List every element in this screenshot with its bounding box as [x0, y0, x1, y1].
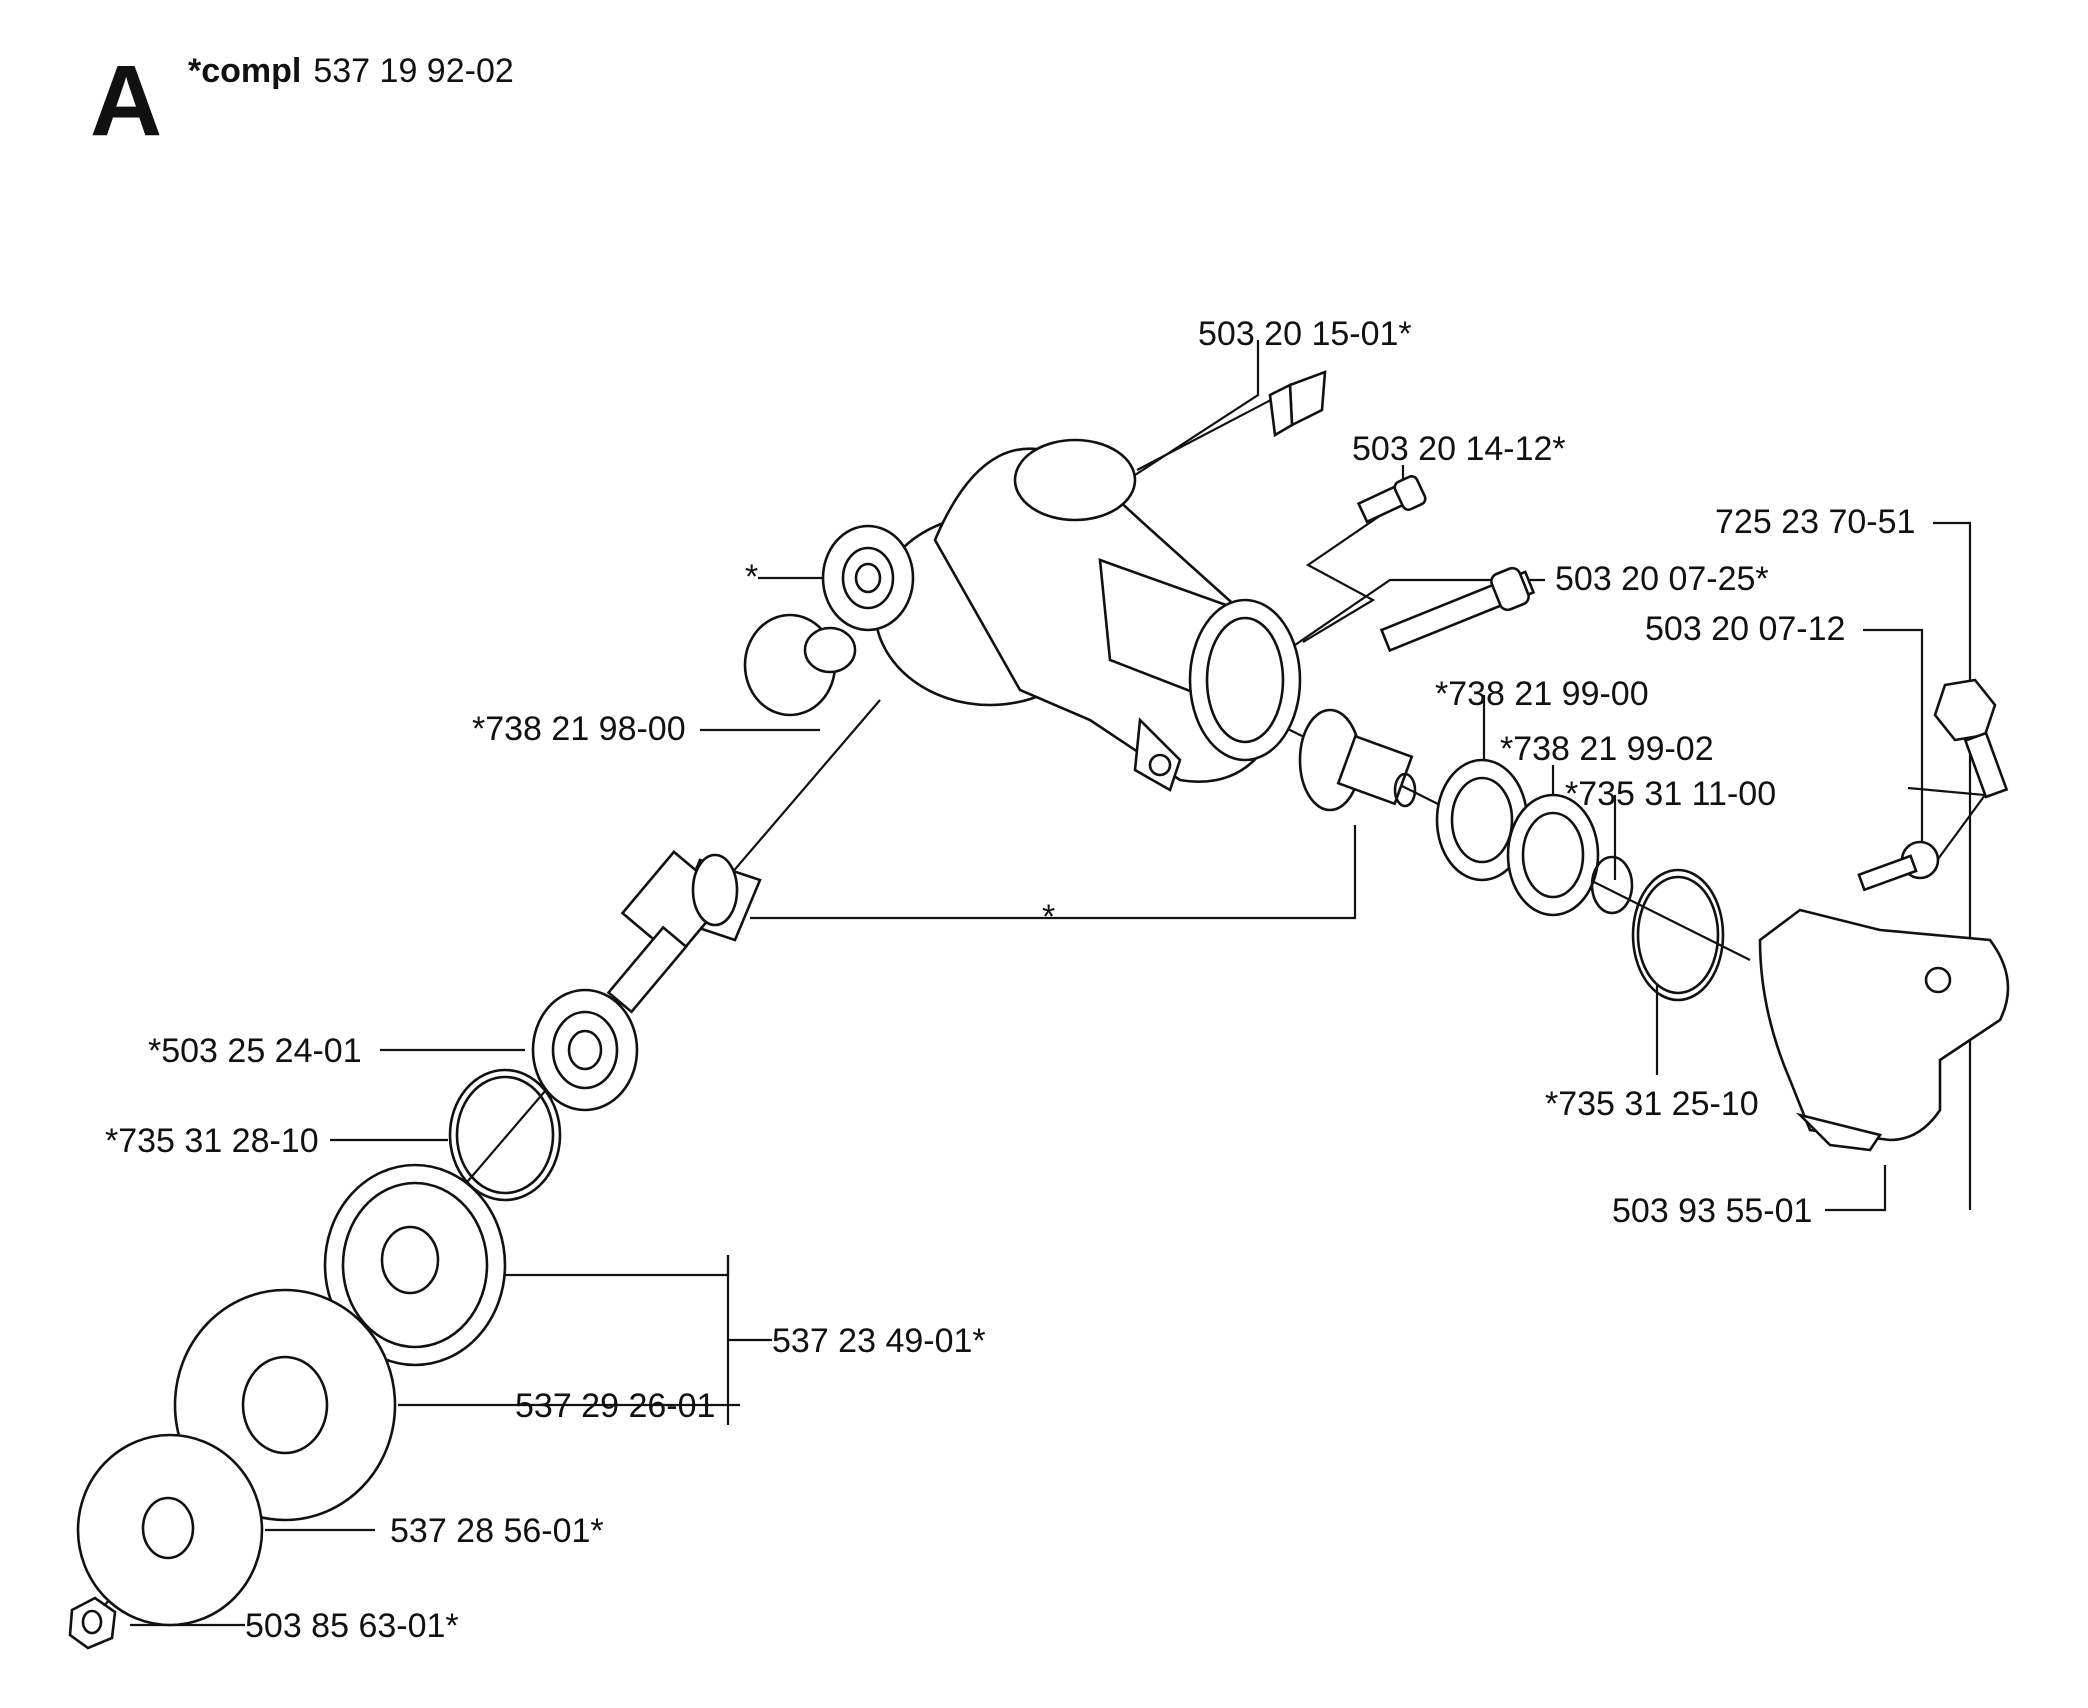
- label-kit-bracket: 537 23 49-01*: [772, 1322, 986, 1360]
- guard-bracket-part: [1758, 908, 2010, 1152]
- label-bearing-9902: *738 21 99-02: [1500, 730, 1714, 768]
- gear-housing-part: [873, 438, 1302, 792]
- guard-bolt-part: [1933, 678, 2009, 799]
- label-ring-1100: *735 31 11-00: [1565, 775, 1776, 813]
- label-bearing-lower: *503 25 24-01: [148, 1032, 362, 1070]
- compl-number: 537 19 92-02: [313, 52, 513, 90]
- circlip-2510-part: [1631, 868, 1725, 1002]
- nut-part: [68, 1596, 117, 1650]
- circlip-2810-part: [448, 1068, 562, 1202]
- small-screw-part: [1356, 475, 1427, 524]
- lower-bearing-part: [531, 988, 639, 1112]
- upper-bearing-part: [821, 524, 915, 632]
- label-gear-star: *: [1042, 898, 1055, 936]
- label-circlip-2810: *735 31 28-10: [105, 1122, 319, 1160]
- label-bolt-guard: 725 23 70-51: [1715, 503, 1915, 541]
- bearing-9902-part: [1506, 793, 1600, 917]
- label-screw-long: 503 20 07-25*: [1555, 560, 1769, 598]
- compl-title: *compl 537 19 92-02: [188, 52, 514, 90]
- label-bearing-9900: *738 21 99-00: [1435, 675, 1649, 713]
- label-screw-small: 503 20 14-12*: [1352, 430, 1566, 468]
- label-screw-guard: 503 20 07-12: [1645, 610, 1845, 648]
- leader-lines: [130, 340, 1988, 1627]
- label-circlip-2510: *735 31 25-10: [1545, 1085, 1759, 1123]
- label-support-cup: 537 28 56-01*: [390, 1512, 604, 1550]
- label-plug: 503 20 15-01*: [1198, 315, 1412, 353]
- guard-screw-part: [1857, 840, 1940, 892]
- drive-disc-part: [323, 1163, 507, 1367]
- gear-shaft-part: [606, 613, 857, 1014]
- label-flange-washer: 537 29 26-01: [515, 1387, 715, 1425]
- part-labels: 503 20 15-01* 503 20 14-12* 503 20 07-25…: [105, 315, 1915, 1645]
- support-cup-part: [76, 1433, 264, 1627]
- plug-screw-part: [1268, 370, 1327, 438]
- ring-1100-part: [1590, 855, 1634, 915]
- long-screw-part: [1379, 566, 1536, 653]
- pinion-gear-part: [1298, 708, 1417, 812]
- label-bearing-upper: *738 21 98-00: [472, 710, 686, 748]
- label-housing-star: *: [745, 558, 758, 596]
- label-nut: 503 85 63-01*: [245, 1607, 459, 1645]
- section-letter: A: [90, 45, 162, 157]
- compl-prefix: *compl: [188, 52, 301, 90]
- label-guard-bracket: 503 93 55-01: [1612, 1192, 1812, 1230]
